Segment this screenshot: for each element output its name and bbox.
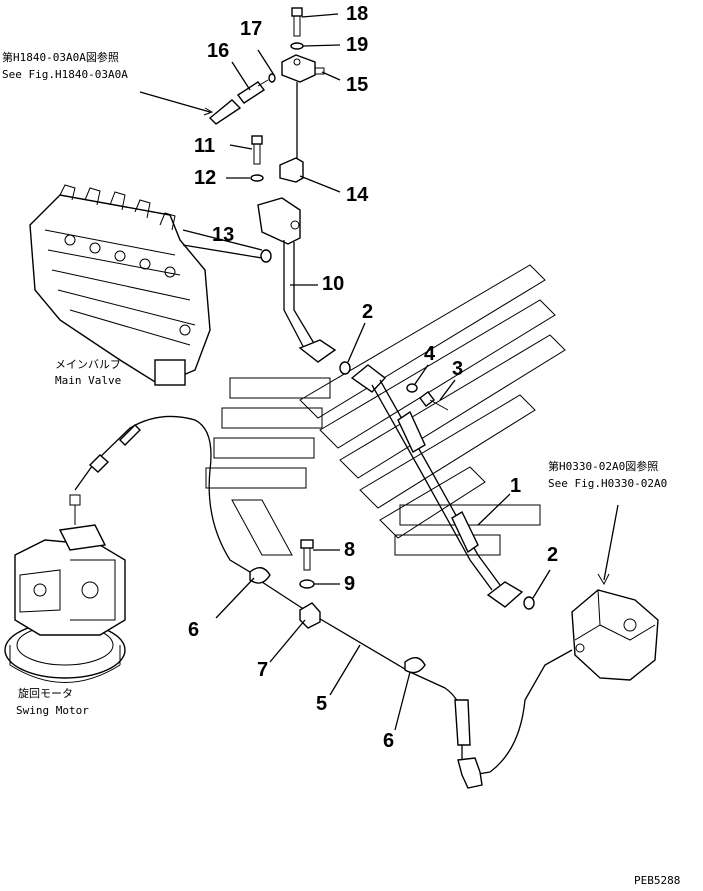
callout-2-lower: 2 [547, 544, 558, 566]
main-valve-label-jp: メインバルブ [55, 357, 121, 371]
main-valve-label-en: Main Valve [55, 374, 121, 387]
callout-leaders [182, 13, 551, 731]
callout-1: 1 [510, 475, 521, 497]
bolt-8 [300, 539, 314, 571]
valve-block-15 [281, 54, 325, 83]
clamp-6-lower [404, 657, 426, 674]
callout-4: 4 [424, 343, 436, 365]
callout-8: 8 [344, 539, 355, 561]
block-13 [257, 197, 301, 245]
washer-4 [406, 383, 418, 393]
reference-1-jp: 第H1840-03A0A図参照 [2, 50, 119, 64]
reference-2-en: See Fig.H0330-02A0 [548, 477, 667, 490]
bolt-18 [291, 7, 303, 37]
callout-19: 19 [346, 34, 368, 56]
bolt-11 [251, 135, 263, 165]
arrowhead-ref-1 [203, 107, 214, 116]
callout-10: 10 [322, 273, 344, 295]
callout-15: 15 [346, 74, 368, 96]
o-ring-2-upper [339, 361, 351, 375]
washer-12 [250, 174, 264, 182]
clamp-6-upper [249, 567, 271, 584]
o-ring-13 [260, 249, 272, 263]
callout-7: 7 [257, 659, 268, 681]
swing-hose [74, 415, 261, 579]
clamp-7 [299, 602, 321, 629]
swivel-block [571, 589, 659, 681]
callout-5: 5 [316, 693, 327, 715]
swing-motor-label-jp: 旋回モータ [18, 686, 73, 700]
callout-9: 9 [344, 573, 355, 595]
swing-motor [4, 494, 126, 683]
callout-6-upper: 6 [188, 619, 199, 641]
washer-19 [290, 42, 304, 50]
pipe-1 [350, 364, 524, 608]
swing-motor-label-en: Swing Motor [16, 704, 89, 717]
o-ring-2-lower [523, 596, 535, 610]
main-valve [29, 184, 211, 386]
callout-16: 16 [207, 40, 229, 62]
callout-6-lower: 6 [383, 730, 394, 752]
drawing-code: PEB5288 [634, 874, 680, 887]
callout-12: 12 [194, 167, 216, 189]
fitting-16 [236, 79, 269, 104]
hose-end-ref [208, 99, 242, 125]
leader-ref-2 [603, 504, 619, 581]
o-ring-17 [268, 73, 276, 83]
callout-17: 17 [240, 18, 262, 40]
reference-1-en: See Fig.H1840-03A0A [2, 68, 128, 81]
leader-ref-1 [139, 91, 211, 113]
tube-10 [283, 240, 337, 363]
arrowhead-ref-2 [597, 573, 610, 586]
callout-2-upper: 2 [362, 301, 373, 323]
reference-2-jp: 第H0330-02A0図参照 [548, 459, 658, 473]
callout-14: 14 [346, 184, 369, 206]
bolt-3 [419, 391, 449, 411]
callout-18: 18 [346, 3, 368, 25]
callout-3: 3 [452, 358, 463, 380]
bracket-14 [279, 157, 304, 183]
hose-end-fitting [454, 699, 483, 789]
washer-9 [299, 579, 315, 589]
callout-13: 13 [212, 224, 234, 246]
callout-11: 11 [194, 135, 215, 157]
